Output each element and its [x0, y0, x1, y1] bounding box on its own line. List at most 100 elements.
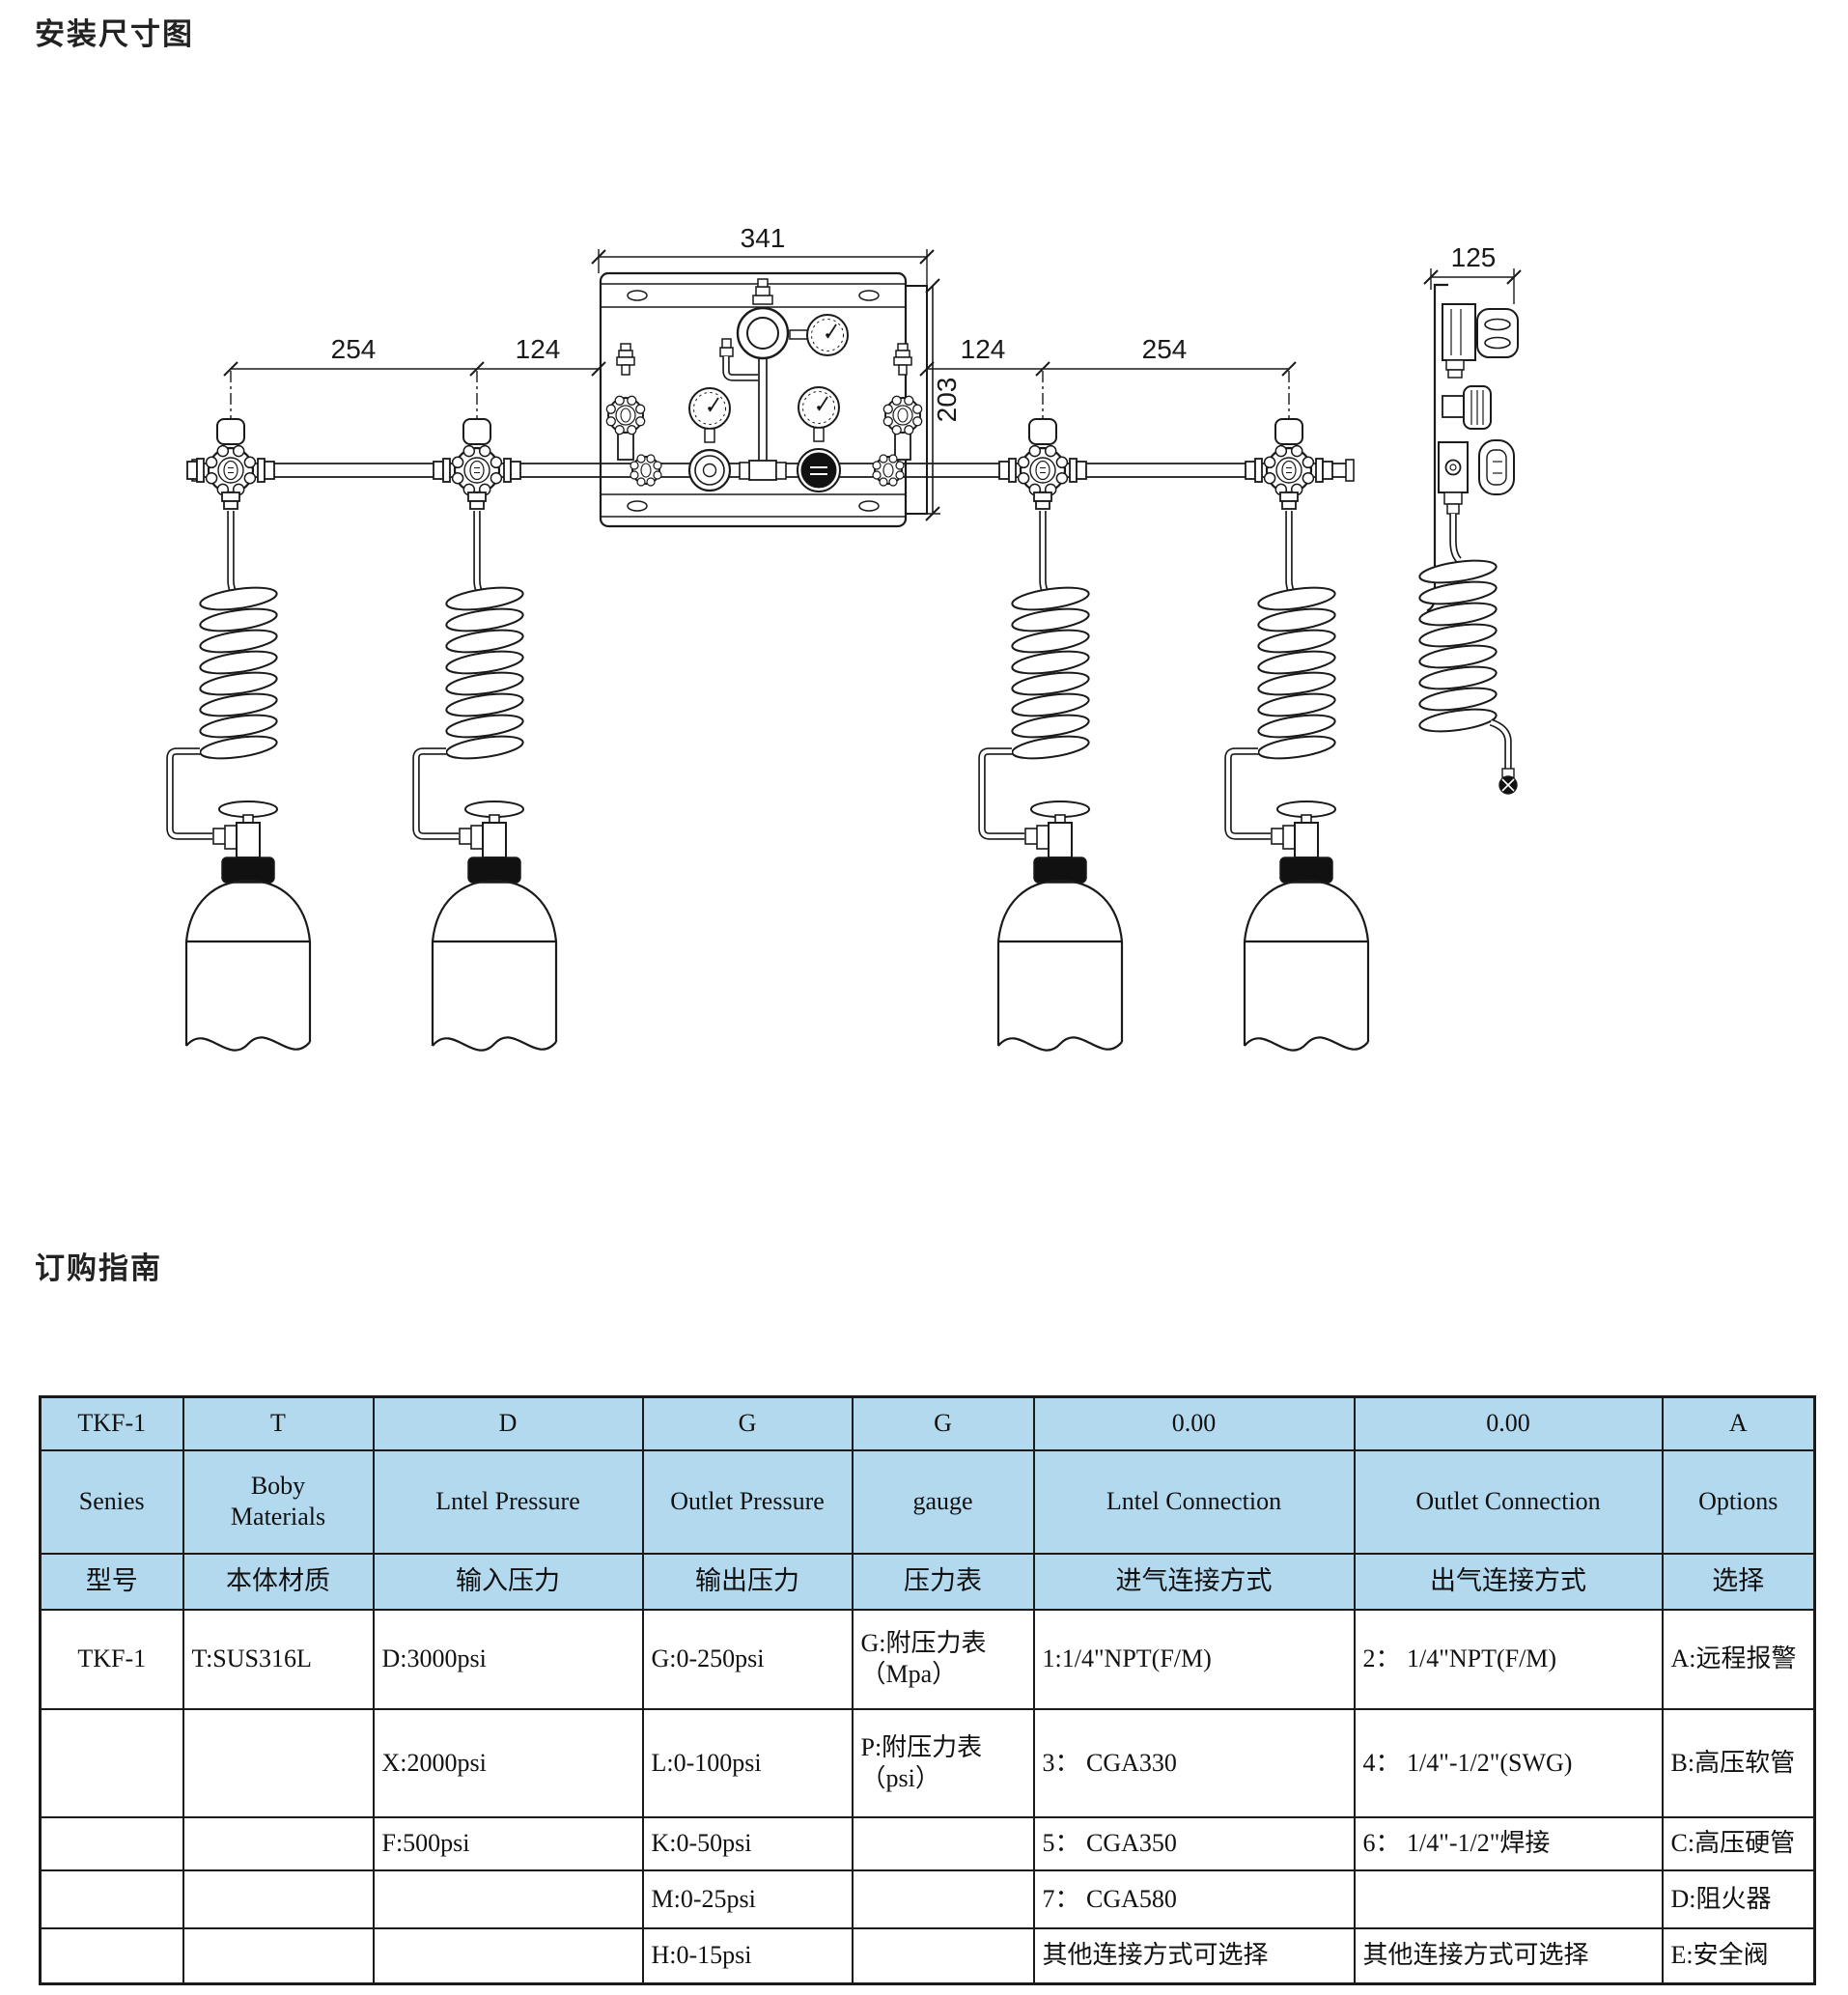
order-table-header-cell: Lntel Pressure [372, 1448, 644, 1555]
branch-assembly-3 [982, 369, 1124, 1052]
shutoff-valve-3 [997, 369, 1088, 511]
branch-assembly-4 [1228, 369, 1370, 1052]
installation-diagram-title: 安装尺寸图 [35, 17, 194, 51]
dim-label-203: 203 [932, 378, 962, 423]
order-table-cell [39, 1869, 184, 1929]
order-table-cell: E:安全阀 [1661, 1926, 1816, 1985]
order-chinese-header-row: 型号 本体材质 输入压力 输出压力 压力表 进气连接方式 出气连接方式 选择 [39, 1552, 1816, 1611]
order-table-header-cell: 型号 [39, 1552, 184, 1611]
pigtail-coil-1 [197, 582, 280, 764]
order-table-header-cell: T [182, 1395, 375, 1451]
side-pigtail-coil [1416, 555, 1499, 737]
order-english-header-row: Senies Boby Materials Lntel Pressure Out… [39, 1448, 1816, 1555]
gauge-top-right [806, 314, 849, 356]
order-table-cell: D:阻火器 [1661, 1869, 1816, 1929]
order-table-cell: K:0-50psi [641, 1815, 854, 1871]
order-table-cell: M:0-25psi [641, 1869, 854, 1929]
shutoff-valve-2 [432, 369, 522, 511]
dimension-203: 203 [906, 278, 962, 521]
table-row: X:2000psi L:0-100psi P:附压力表 （psi） 3： CGA… [39, 1707, 1816, 1818]
order-table-cell: A:远程报警 [1661, 1608, 1816, 1710]
order-table-header-cell: TKF-1 [39, 1395, 184, 1451]
order-table-cell: 6： 1/4"-1/2"焊接 [1353, 1815, 1664, 1871]
order-table-cell: B:高压软管 [1661, 1707, 1816, 1818]
order-table-header-cell: 进气连接方式 [1032, 1552, 1356, 1611]
table-row: TKF-1 T:SUS316L D:3000psi G:0-250psi G:附… [39, 1608, 1816, 1710]
order-table-cell [182, 1869, 375, 1929]
side-valve [1438, 439, 1515, 495]
order-table-cell [372, 1926, 644, 1985]
ordering-guide-title: 订购指南 [35, 1251, 162, 1285]
order-table-cell: 其他连接方式可选择 [1353, 1926, 1664, 1985]
order-table-cell: 7： CGA580 [1032, 1869, 1356, 1929]
side-knob [1442, 385, 1492, 430]
order-table-cell [182, 1926, 375, 1985]
pigtail-coil-2 [443, 582, 526, 764]
branch-assembly-1 [170, 369, 312, 1052]
order-table-cell: 2： 1/4"NPT(F/M) [1353, 1608, 1664, 1710]
order-table-header-cell: Outlet Connection [1353, 1448, 1664, 1555]
branch-assembly-2 [416, 369, 558, 1052]
order-table-header-cell: gauge [851, 1448, 1035, 1555]
order-table-header-cell: 压力表 [851, 1552, 1035, 1611]
order-table-cell: P:附压力表 （psi） [851, 1707, 1035, 1818]
main-regulator [736, 278, 790, 360]
relief-valve-black [797, 448, 841, 492]
table-row: F:500psi K:0-50psi 5： CGA350 6： 1/4"-1/2… [39, 1815, 1816, 1871]
table-row: M:0-25psi 7： CGA580 D:阻火器 [39, 1869, 1816, 1929]
order-table-cell: T:SUS316L [182, 1608, 375, 1710]
order-table-header-cell: D [372, 1395, 644, 1451]
order-table-cell: D:3000psi [372, 1608, 644, 1710]
shutoff-valve-4 [1244, 369, 1334, 511]
table-row: H:0-15psi 其他连接方式可选择 其他连接方式可选择 E:安全阀 [39, 1926, 1816, 1985]
order-table-cell [372, 1869, 644, 1929]
order-table-cell [182, 1707, 375, 1818]
installation-dimension-diagram: 341 254 124 124 254 203 [0, 223, 1522, 1052]
order-table-cell [182, 1815, 375, 1871]
order-table-header-cell: Senies [39, 1448, 184, 1555]
dim-label-125: 125 [1451, 242, 1497, 272]
order-code-row: TKF-1 T D G G 0.00 0.00 A [39, 1395, 1816, 1451]
order-table-header-cell: Options [1661, 1448, 1816, 1555]
order-table-cell: 5： CGA350 [1032, 1815, 1356, 1871]
panel-components [605, 278, 923, 492]
gauge-right [798, 386, 840, 429]
dim-label-254-right: 254 [1142, 334, 1188, 364]
order-table-header-cell: 出气连接方式 [1353, 1552, 1664, 1611]
order-table-header-cell: 输出压力 [641, 1552, 854, 1611]
order-table-header-cell: Boby Materials [182, 1448, 375, 1555]
gauge-left [688, 387, 731, 430]
order-table: TKF-1 T D G G 0.00 0.00 A Senies Boby Ma… [39, 1395, 1816, 1985]
pigtail-coil-4 [1255, 582, 1338, 764]
order-table-cell: 1:1/4"NPT(F/M) [1032, 1608, 1356, 1710]
order-table-cell [1353, 1869, 1664, 1929]
order-table-cell: L:0-100psi [641, 1707, 854, 1818]
side-regulator [1442, 303, 1519, 361]
order-table-header-cell: G [641, 1395, 854, 1451]
order-table-header-cell: 选择 [1661, 1552, 1816, 1611]
side-end-connector [1498, 775, 1518, 795]
dim-label-254-left: 254 [331, 334, 377, 364]
dimension-341: 341 [591, 223, 935, 286]
dimension-125: 125 [1423, 242, 1522, 304]
dim-label-124-right: 124 [961, 334, 1006, 364]
line-regulator [687, 448, 732, 492]
order-table-cell [851, 1815, 1035, 1871]
order-table-cell: G:0-250psi [641, 1608, 854, 1710]
order-table-cell: F:500psi [372, 1815, 644, 1871]
order-table-cell: X:2000psi [372, 1707, 644, 1818]
dim-label-124-left: 124 [516, 334, 561, 364]
order-table-cell [39, 1815, 184, 1871]
order-table-header-cell: 本体材质 [182, 1552, 375, 1611]
order-table-header-cell: Outlet Pressure [641, 1448, 854, 1555]
order-table-cell: H:0-15psi [641, 1926, 854, 1985]
order-table-cell: C:高压硬管 [1661, 1815, 1816, 1871]
order-table-header-cell: G [851, 1395, 1035, 1451]
order-table-cell: 4： 1/4"-1/2"(SWG) [1353, 1707, 1664, 1818]
side-view: 125 [1416, 242, 1522, 795]
order-table-header-cell: 输入压力 [372, 1552, 644, 1611]
order-table-cell: 其他连接方式可选择 [1032, 1926, 1356, 1985]
order-table-header-cell: 0.00 [1353, 1395, 1664, 1451]
order-table-cell: G:附压力表 （Mpa） [851, 1608, 1035, 1710]
